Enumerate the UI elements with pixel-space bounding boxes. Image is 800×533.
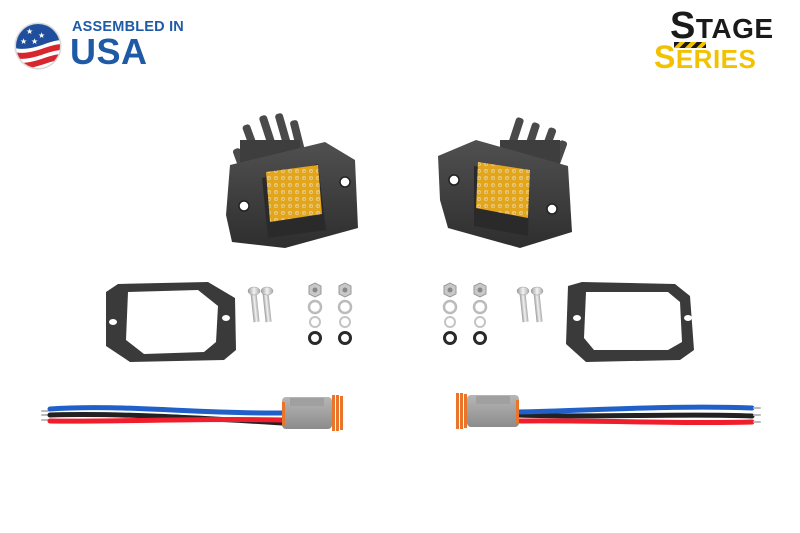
gasket-left — [106, 282, 236, 362]
svg-text:★: ★ — [20, 37, 27, 46]
hardware-right — [442, 282, 488, 345]
gasket-right — [566, 282, 694, 362]
led-pod-left — [226, 113, 358, 248]
bolts-left — [247, 286, 274, 323]
bolts-right — [516, 286, 544, 323]
usa-badge-line1: ASSEMBLED IN — [72, 19, 184, 35]
led-pod-right — [438, 117, 572, 248]
connector-right — [456, 393, 519, 429]
svg-text:★: ★ — [38, 31, 45, 40]
series-wordmark: SERIES — [654, 39, 757, 75]
connector-left — [282, 395, 343, 431]
pigtail-right — [515, 404, 761, 426]
stage-wordmark: STAGE — [670, 5, 774, 47]
hardware-left — [307, 282, 353, 345]
hazard-stripe-icon — [674, 42, 706, 48]
us-flag-circle-icon: ★ ★ ★ ★ — [14, 22, 62, 70]
usa-badge-line2: USA — [70, 31, 148, 72]
pigtail-left — [41, 405, 286, 426]
svg-text:★: ★ — [31, 37, 38, 46]
assembled-in-usa-badge: ★ ★ ★ ★ ASSEMBLED IN USA — [14, 8, 184, 72]
stage-series-logo: STAGE SERIES — [650, 5, 780, 75]
svg-text:★: ★ — [26, 27, 33, 36]
